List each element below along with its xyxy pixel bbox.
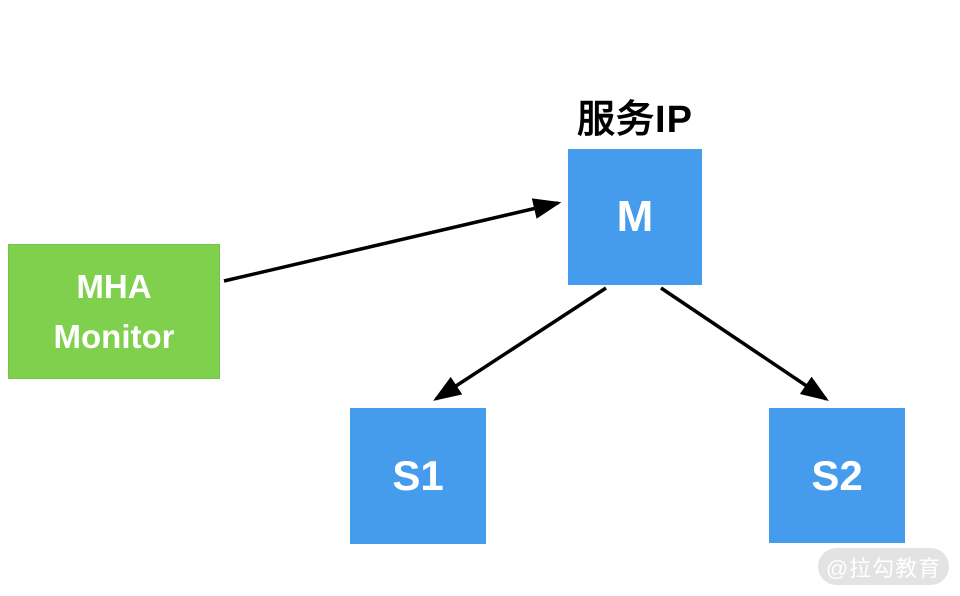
node-master: M [568,149,702,285]
node-slave1: S1 [350,408,486,544]
node-mha-monitor: MHA Monitor [8,244,220,379]
node-mha-monitor-label: MHA Monitor [54,262,175,362]
arrow-master-to-s1 [433,286,607,401]
node-slave2: S2 [769,408,905,543]
watermark-text: @拉勾教育 [825,555,942,581]
arrow-monitor-to-master [223,198,562,283]
node-master-label: M [616,192,654,241]
node-mha-monitor-label-line2: Monitor [53,317,175,355]
arrow-master-to-s2 [660,286,829,401]
node-slave1-label: S1 [392,452,444,499]
watermark-badge: @拉勾教育 [818,548,949,585]
node-slave2-label: S2 [811,451,863,499]
diagram-title: 服务IP [577,99,693,141]
node-mha-monitor-label-line1: MHA [76,267,152,305]
